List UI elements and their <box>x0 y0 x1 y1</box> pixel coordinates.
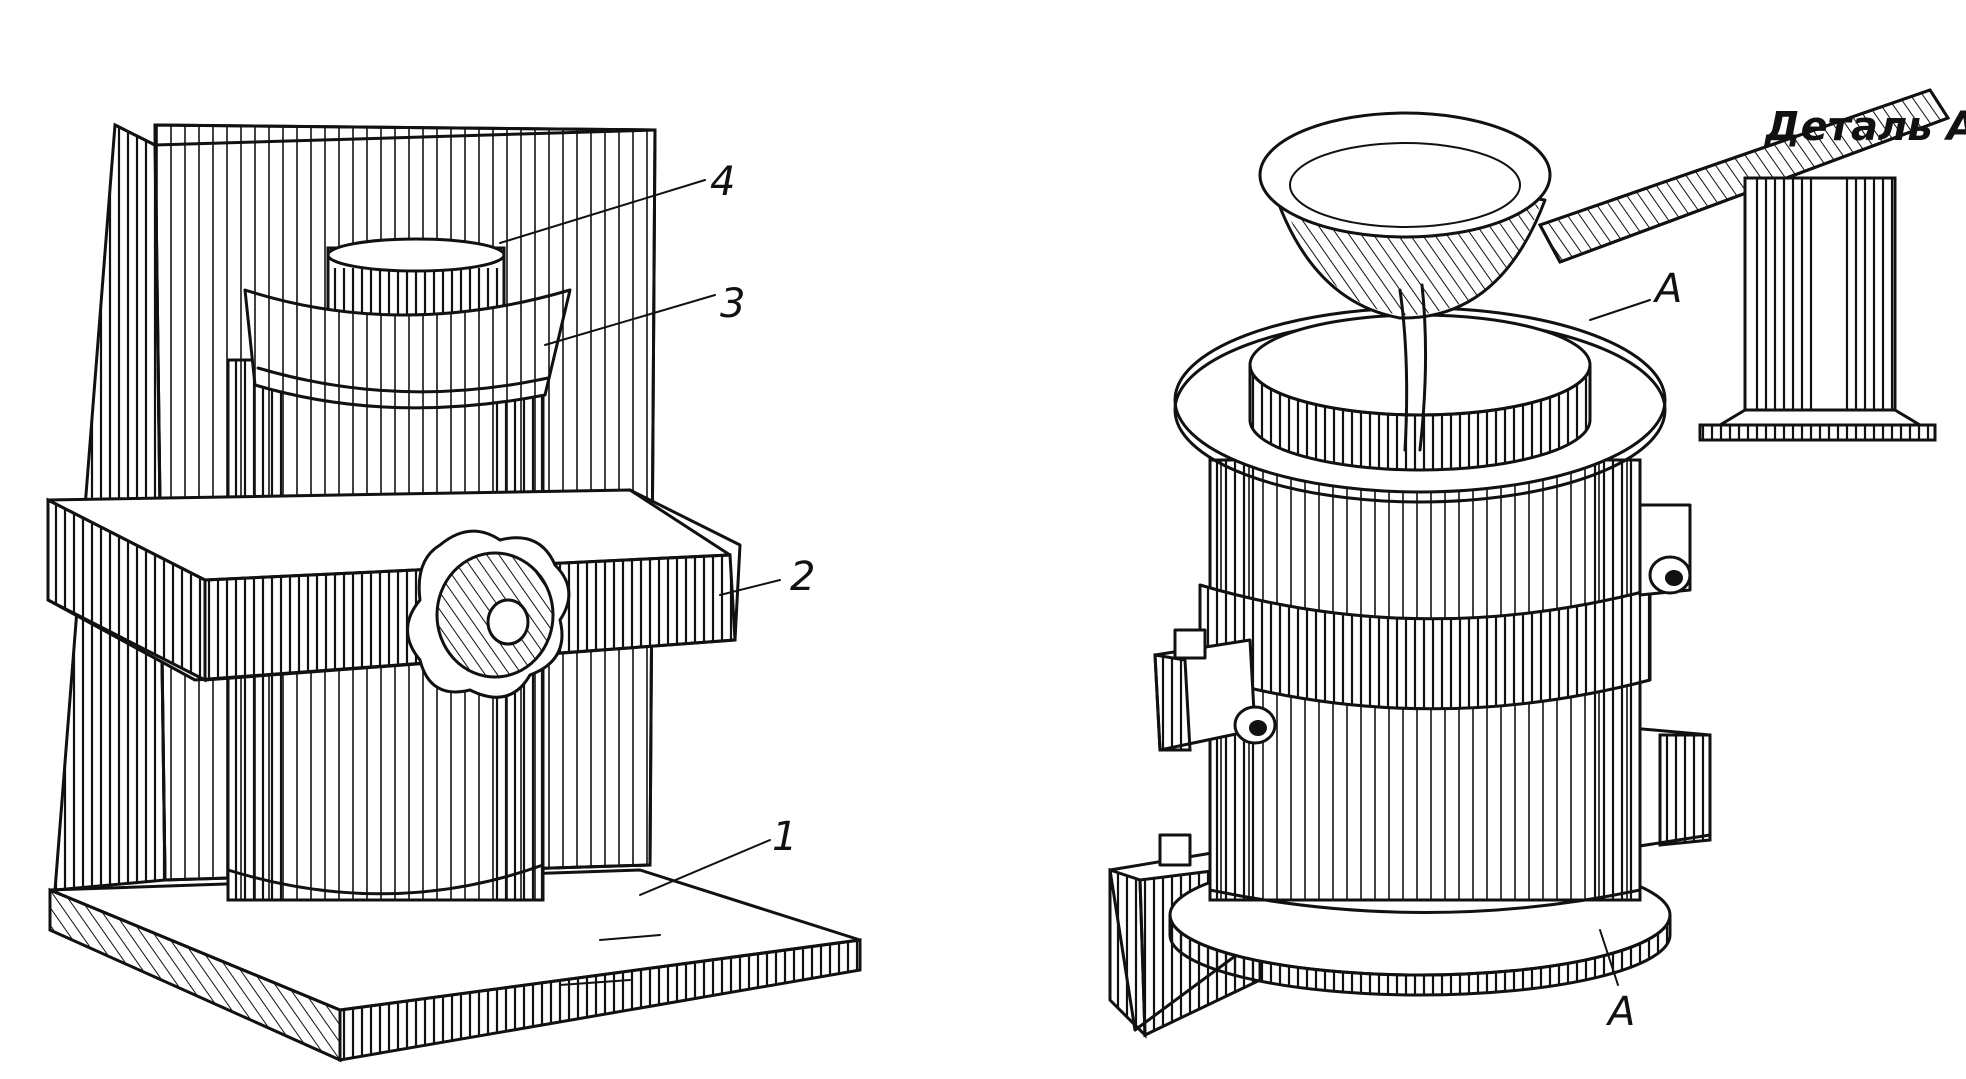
callout-2: 2 <box>790 554 815 600</box>
clamp-bolts <box>1158 555 1692 867</box>
base-plate <box>48 868 862 1063</box>
callout-leaders <box>499 179 781 896</box>
detail-a-inset: Деталь А <box>1698 104 1966 442</box>
marker-a-top: А <box>1652 266 1682 312</box>
detail-a-title: Деталь А <box>1763 104 1966 150</box>
marker-leaders <box>1589 299 1651 986</box>
middle-clamp-band <box>1153 503 1692 752</box>
upper-flange-ring <box>1173 306 1667 504</box>
callout-3: 3 <box>720 281 745 327</box>
marker-a-bottom: А <box>1605 989 1635 1035</box>
clamp-knob <box>406 529 571 699</box>
clamp-band-2 <box>46 488 742 683</box>
left-fixture-drawing: 1 2 3 4 <box>46 122 862 1063</box>
shell-part-3 <box>243 288 572 410</box>
pouring-ladle <box>1258 88 1951 452</box>
callout-1: 1 <box>772 814 797 860</box>
right-casting-drawing: А А Деталь А <box>1108 88 1966 1039</box>
callout-4: 4 <box>710 159 735 205</box>
